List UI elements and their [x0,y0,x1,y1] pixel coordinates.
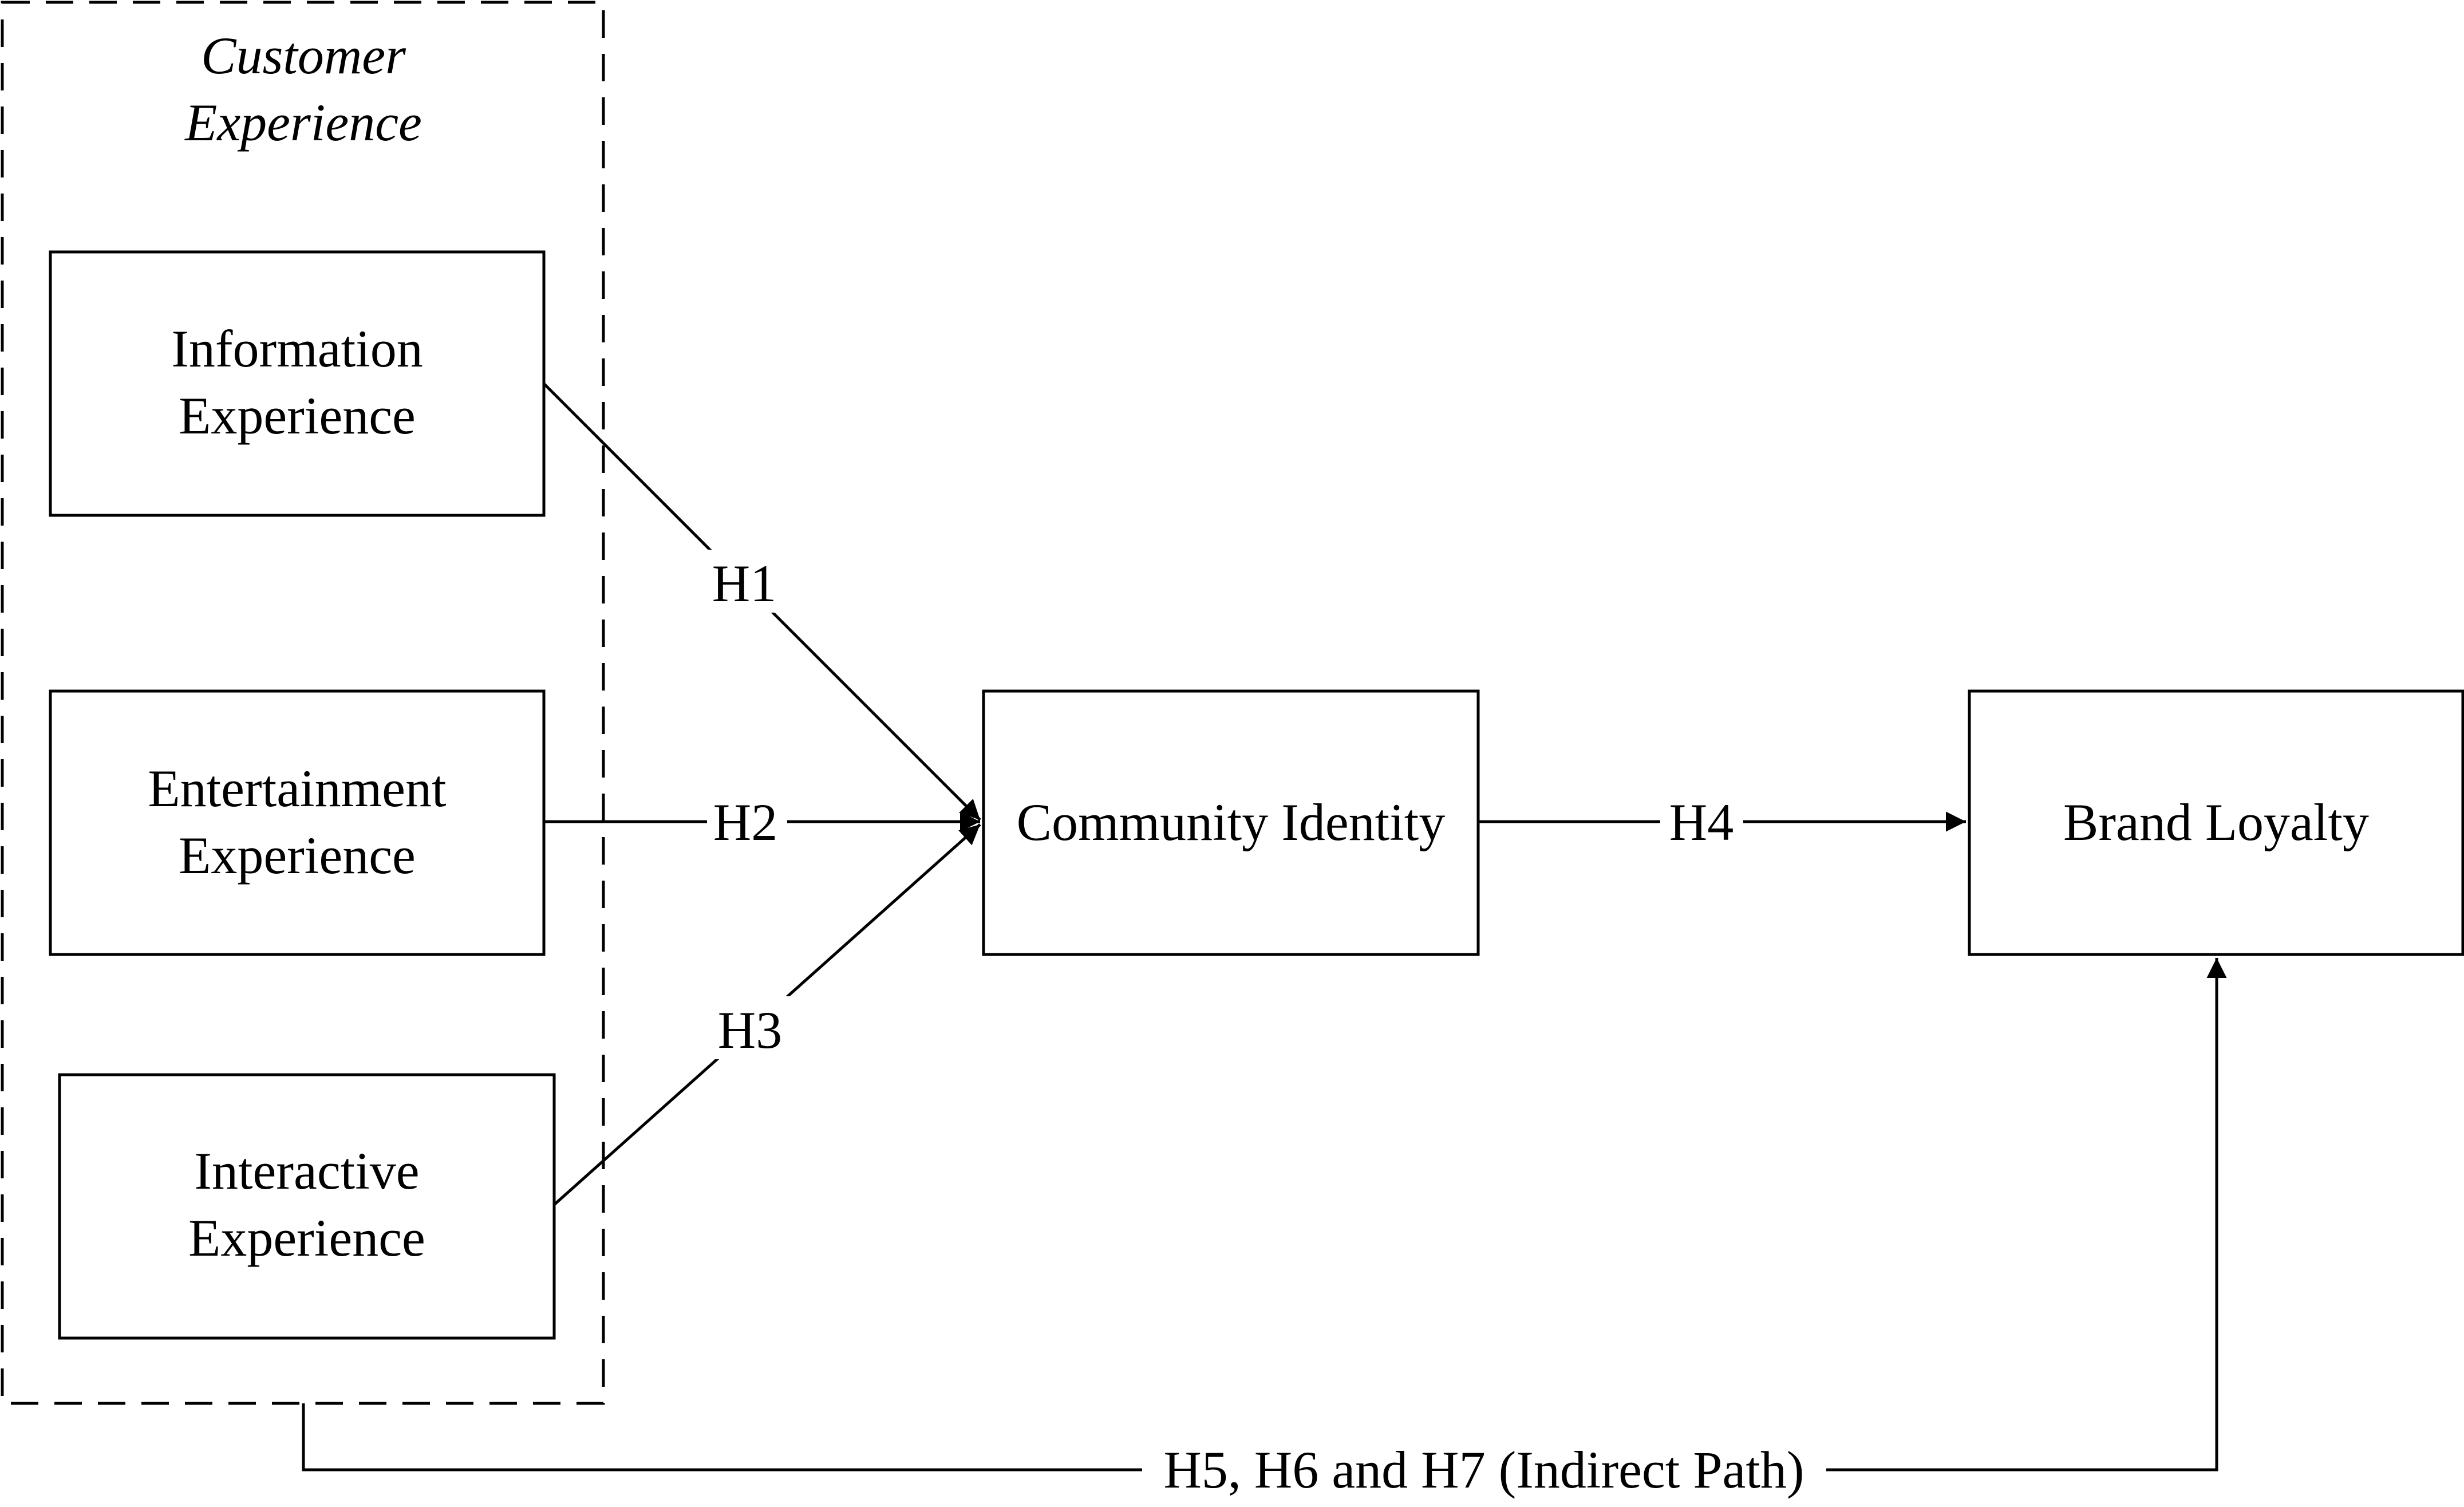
node-information-line1: Information [171,319,422,378]
edge-label-h4: H4 [1669,793,1734,851]
edge-label-h2: H2 [713,793,777,851]
edge-label-h3: H3 [718,1001,782,1059]
node-interactive-line2: Experience [188,1209,425,1267]
edge-label-indirect-path: H5, H6 and H7 (Indirect Path) [1163,1441,1804,1499]
node-entertainment-experience [49,689,546,956]
node-community-label: Community Identity [1017,793,1446,851]
node-community-identity [982,689,1480,956]
node-brand-loyalty [1968,689,2464,956]
node-brand-loyalty-label: Brand Loyalty [2063,793,2369,851]
edge-indirect-path [302,958,2227,1472]
group-title-line2: Experience [184,93,422,152]
node-entertainment-line2: Experience [179,826,416,885]
label-bg-h567 [1142,1438,1826,1501]
label-bg-h1 [704,550,790,613]
label-bg-h3 [709,996,795,1059]
node-information-experience [49,250,546,517]
node-information-line2: Experience [179,386,416,445]
label-bg-h2 [707,793,787,850]
node-interactive-line1: Interactive [194,1142,419,1200]
label-bg-h4 [1660,793,1743,850]
node-interactive-experience [58,1073,556,1340]
edge-label-h1: H1 [712,554,776,613]
group-title-line1: Customer [201,26,406,85]
node-entertainment-line1: Entertainment [148,759,447,818]
